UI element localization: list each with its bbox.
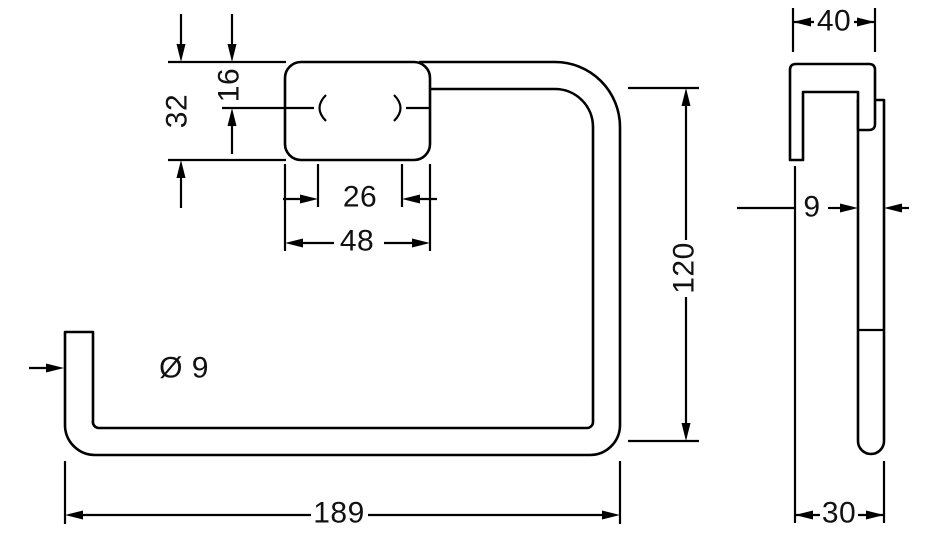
dim-depth-top-label: 40 (817, 5, 851, 38)
plate-slot-left-arc (318, 94, 327, 122)
dim-plate-half-height: 16 (213, 14, 286, 154)
dim-ring-width-label: 189 (313, 497, 365, 530)
side-ring-tube (856, 98, 886, 456)
arrowhead (884, 203, 902, 213)
arrowhead (227, 44, 237, 62)
arrowhead (300, 194, 318, 204)
mounting-plate (283, 60, 432, 162)
arrowhead (681, 423, 691, 441)
arrowhead (866, 510, 884, 520)
dim-depth-bottom-label: 30 (822, 497, 856, 530)
ring-outline (63, 60, 622, 457)
arrowhead (402, 194, 420, 204)
dim-tube-thickness-label: 9 (803, 191, 820, 224)
dim-plate-half-height-label: 16 (213, 68, 246, 102)
dim-inner-width: 26 (283, 164, 437, 214)
dim-plate-width-label: 48 (340, 225, 374, 258)
dim-tube-diameter-label: Ø 9 (159, 352, 209, 385)
side-view: 40 9 30 (737, 5, 909, 530)
plate-slot-right-arc (393, 94, 402, 122)
arrowhead (681, 88, 691, 106)
dim-tube-thickness: 9 (737, 191, 909, 224)
arrowhead (602, 510, 620, 520)
front-view: 32 16 26 48 (29, 14, 701, 530)
dim-plate-height-label: 32 (161, 94, 194, 128)
arrowhead (176, 160, 186, 178)
dim-ring-width: 189 (63, 461, 622, 530)
dim-plate-height: 32 (161, 14, 286, 208)
arrowhead (795, 510, 813, 520)
arrowhead (840, 203, 858, 213)
arrowhead (412, 238, 430, 248)
side-wall-plate-bracket (788, 62, 877, 162)
arrowhead (857, 17, 875, 27)
dim-depth-top: 40 (791, 5, 877, 52)
arrowhead (227, 108, 237, 126)
dim-ring-height-label: 120 (668, 242, 701, 294)
arrowhead (285, 238, 303, 248)
arrowhead (65, 510, 83, 520)
dim-depth-bottom: 30 (793, 166, 886, 530)
arrowhead (793, 17, 811, 27)
arrowhead (46, 363, 64, 373)
dim-inner-width-label: 26 (343, 181, 377, 214)
dim-ring-height: 120 (628, 86, 701, 443)
arrowhead (176, 44, 186, 62)
dim-plate-width: 48 (283, 164, 432, 258)
dim-tube-diameter: Ø 9 (29, 352, 209, 385)
